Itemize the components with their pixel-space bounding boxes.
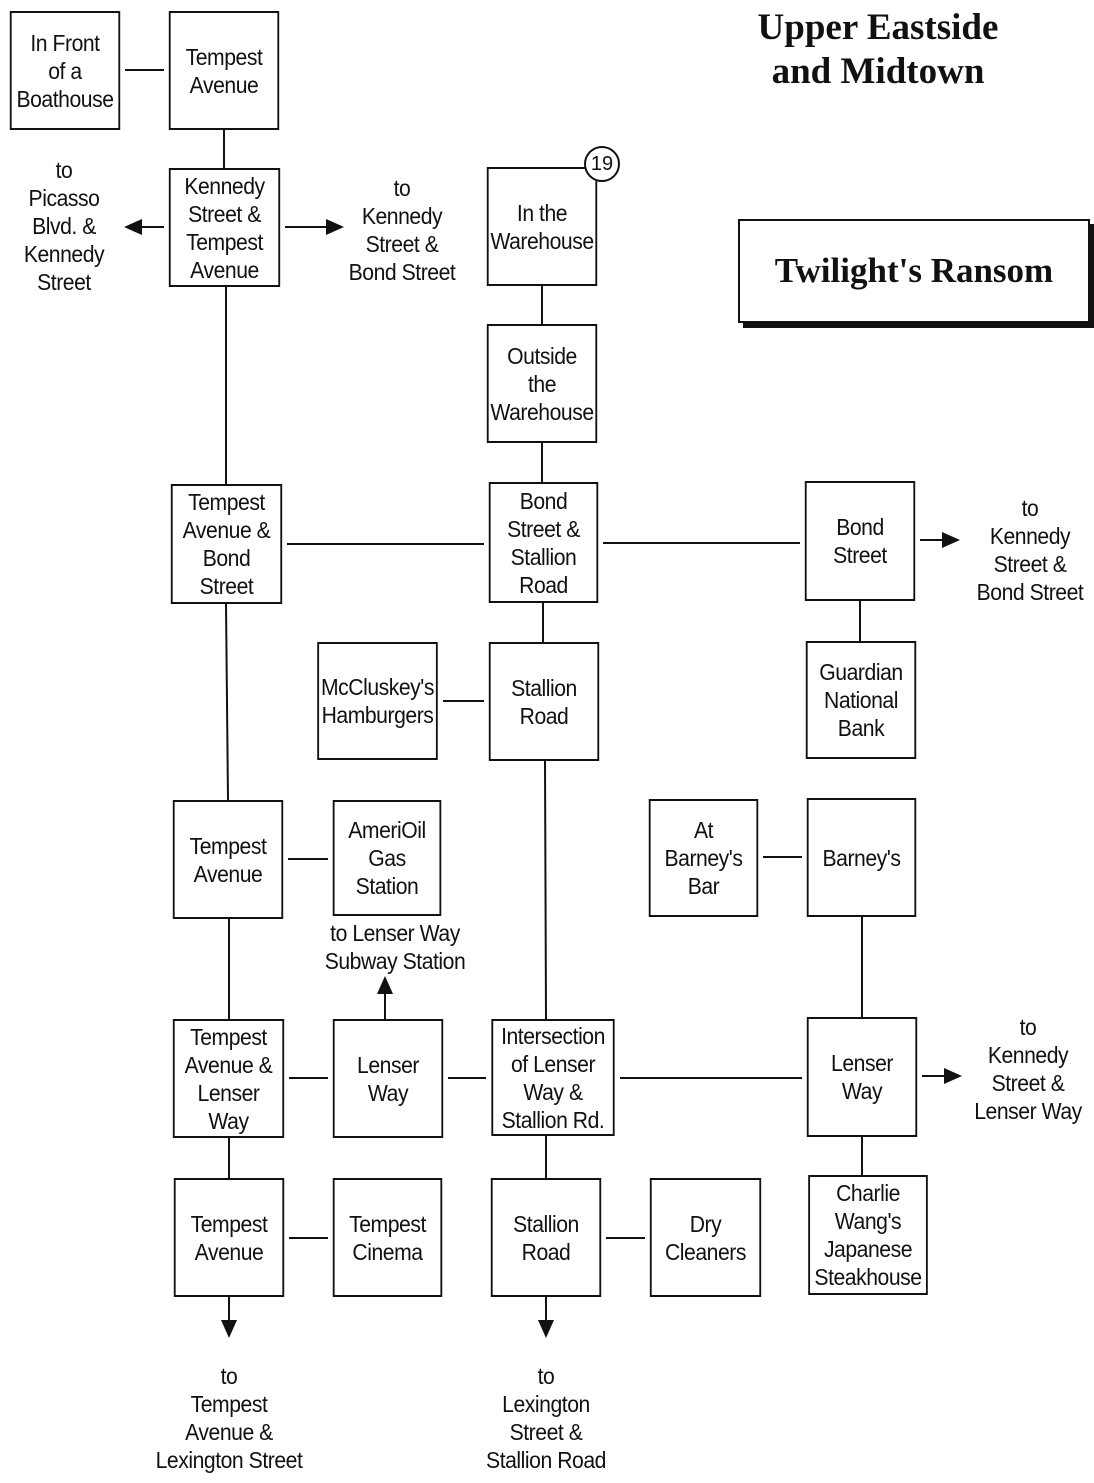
room-tempest-lenser: Tempest Avenue & Lenser Way	[172, 1019, 285, 1138]
exit-to-tempest-lexington: to Tempest Avenue & Lexington Street	[155, 1363, 303, 1473]
exit-to-kennedy-bond-north: to Kennedy Street & Bond Street	[348, 175, 456, 285]
room-bond-street: Bond Street	[804, 481, 916, 601]
room-charlie-wangs-steakhouse: Charlie Wang's Japanese Steakhouse	[808, 1175, 928, 1295]
exit-to-kennedy-bond-east: to Kennedy Street & Bond Street	[976, 495, 1084, 605]
room-tempest-avenue-south: Tempest Avenue	[173, 1178, 285, 1297]
room-tempest-cinema: Tempest Cinema	[332, 1178, 443, 1297]
room-in-the-warehouse: In the Warehouse	[486, 167, 598, 286]
room-lenser-way-west: Lenser Way	[332, 1019, 444, 1138]
room-boathouse: In Front of a Boathouse	[9, 11, 121, 130]
room-outside-the-warehouse: Outside the Warehouse	[486, 324, 598, 443]
exit-to-lenser-subway: to Lenser Way Subway Station	[324, 920, 466, 974]
room-mccluskeys-hamburgers: McCluskey's Hamburgers	[317, 642, 438, 760]
room-lenser-stallion-intersection: Intersection of Lenser Way & Stallion Rd…	[491, 1019, 615, 1136]
room-dry-cleaners: Dry Cleaners	[649, 1178, 762, 1297]
exit-to-kennedy-lenser: to Kennedy Street & Lenser Way	[974, 1014, 1082, 1124]
room-at-barneys-bar: At Barney's Bar	[648, 799, 759, 917]
room-guardian-national-bank: Guardian National Bank	[805, 641, 917, 759]
game-title-box: Twilight's Ransom	[738, 219, 1090, 323]
room-amerioil-gas-station: AmeriOil Gas Station	[332, 800, 442, 916]
room-stallion-road-south: Stallion Road	[490, 1178, 602, 1297]
room-kennedy-tempest: Kennedy Street & Tempest Avenue	[168, 168, 281, 287]
room-tempest-bond: Tempest Avenue & Bond Street	[170, 484, 283, 604]
room-stallion-road-mid: Stallion Road	[488, 642, 600, 761]
room-tempest-avenue-mid: Tempest Avenue	[172, 800, 284, 919]
step-number-badge: 19	[584, 146, 620, 182]
room-tempest-avenue-north: Tempest Avenue	[168, 11, 280, 130]
exit-to-lexington-stallion: to Lexington Street & Stallion Road	[486, 1363, 606, 1473]
room-lenser-way-east: Lenser Way	[806, 1017, 918, 1137]
room-barneys: Barney's	[806, 798, 917, 917]
room-bond-stallion: Bond Street & Stallion Road	[488, 482, 599, 603]
map-title: Upper Eastside and Midtown	[757, 7, 999, 92]
exit-to-picasso: to Picasso Blvd. & Kennedy Street	[23, 157, 105, 295]
game-title: Twilight's Ransom	[774, 251, 1054, 290]
